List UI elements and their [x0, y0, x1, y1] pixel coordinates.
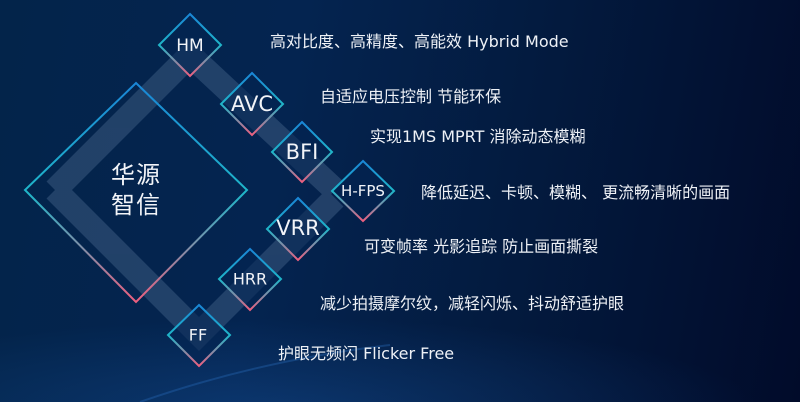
brand-diamond [23, 81, 249, 304]
hm-diamond [157, 12, 223, 78]
avc-diamond [219, 71, 285, 137]
feature-text-vrr: 可变帧率 光影追踪 防止画面撕裂 [364, 237, 599, 256]
brand-line-1: 华源 [111, 161, 161, 189]
brand-line-2: 智信 [111, 191, 161, 219]
feature-text-hfps: 降低延迟、卡顿、模糊、 更流畅清晰的画面 [421, 183, 731, 202]
feature-text-hm: 高对比度、高精度、高能效 Hybrid Mode [270, 32, 569, 51]
background-glow [0, 250, 800, 402]
ff-diamond [166, 303, 232, 368]
brand-name: 华源 智信 [111, 160, 161, 220]
node-label-vrr: VRR [276, 216, 320, 240]
vrr-diamond [265, 196, 331, 262]
feature-text-hrr: 减少拍摄摩尔纹，减轻闪烁、抖动舒适护眼 [320, 294, 625, 313]
feature-text-ff: 护眼无频闪 Flicker Free [278, 344, 455, 363]
node-label-bfi: BFI [285, 140, 319, 164]
bfi-diamond [270, 120, 334, 184]
feature-text-avc: 自适应电压控制 节能环保 [320, 87, 502, 106]
node-label-hm: HM [176, 36, 204, 56]
hfps-diamond [330, 159, 396, 223]
feature-text-bfi: 实现1MS MPRT 消除动态模糊 [370, 127, 586, 146]
node-label-hrr: HRR [232, 269, 268, 289]
node-label-avc: AVC [230, 92, 274, 116]
node-label-ff: FF [188, 325, 208, 345]
hrr-diamond [217, 247, 283, 312]
background-arc [139, 344, 391, 402]
node-label-hfps: H-FPS [341, 182, 385, 200]
